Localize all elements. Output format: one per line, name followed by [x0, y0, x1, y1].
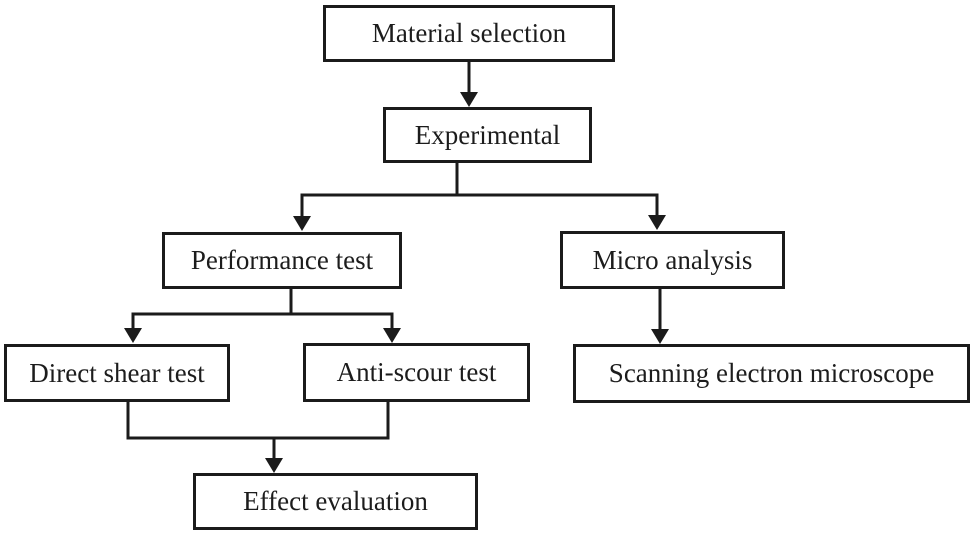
- node-effect-evaluation-label: Effect evaluation: [243, 486, 428, 516]
- node-direct-shear-test: Direct shear test: [4, 344, 230, 402]
- node-anti-scour-test: Anti-scour test: [303, 343, 530, 402]
- node-performance-test: Performance test: [162, 232, 402, 289]
- node-experimental-label: Experimental: [414, 119, 561, 150]
- node-performance-test-label: Performance test: [190, 245, 374, 275]
- node-effect-evaluation: Effect evaluation: [193, 473, 478, 530]
- node-experimental: Experimental: [383, 107, 592, 163]
- node-material-selection: Material selection: [323, 5, 615, 62]
- node-scanning-electron-microscope: Scanning electron microscope: [573, 344, 970, 403]
- node-anti-scour-test-label: Anti-scour test: [336, 357, 497, 387]
- connector-lines: [126, 60, 662, 460]
- node-micro-analysis: Micro analysis: [560, 231, 785, 289]
- node-scanning-electron-microscope-label: Scanning electron microscope: [608, 358, 935, 388]
- node-direct-shear-test-label: Direct shear test: [29, 357, 205, 388]
- node-material-selection-label: Material selection: [371, 18, 567, 48]
- node-micro-analysis-label: Micro analysis: [592, 244, 753, 275]
